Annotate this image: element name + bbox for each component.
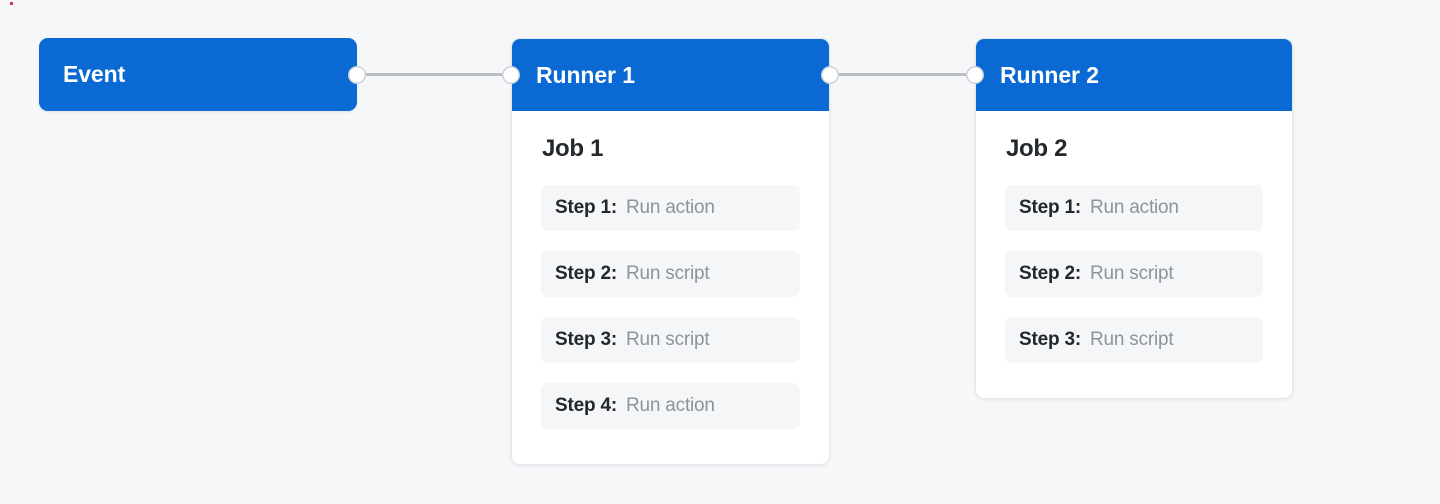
step-value: Run script xyxy=(1089,329,1174,350)
step-value: Run action xyxy=(625,395,715,416)
runner-2-body: Job 2 Step 1: Run action Step 2: Run scr… xyxy=(976,111,1292,389)
runner-2-header: Runner 2 xyxy=(976,39,1292,111)
runner-1-body: Job 1 Step 1: Run action Step 2: Run scr… xyxy=(512,111,829,455)
step-label: Step 3: xyxy=(555,329,617,350)
step-item[interactable]: Step 3: Run script xyxy=(1005,317,1263,363)
port-runner1-input[interactable] xyxy=(503,67,519,82)
step-label: Step 2: xyxy=(555,263,617,284)
node-runner-2[interactable]: Runner 2 Job 2 Step 1: Run action Step 2… xyxy=(975,38,1293,399)
step-item[interactable]: Step 2: Run script xyxy=(541,251,800,297)
runner-2-step-list: Step 1: Run action Step 2: Run script St… xyxy=(1005,185,1263,363)
port-event-output[interactable] xyxy=(349,67,365,82)
runner-1-title: Runner 1 xyxy=(536,61,635,88)
port-runner2-input[interactable] xyxy=(967,67,983,82)
step-label: Step 1: xyxy=(1019,197,1081,218)
step-item[interactable]: Step 2: Run script xyxy=(1005,251,1263,297)
step-value: Run script xyxy=(625,329,710,350)
step-label: Step 3: xyxy=(1019,329,1081,350)
step-value: Run action xyxy=(1089,197,1179,218)
port-runner1-output[interactable] xyxy=(822,67,838,82)
runner-1-step-list: Step 1: Run action Step 2: Run script St… xyxy=(541,185,800,429)
runner-2-title: Runner 2 xyxy=(1000,61,1099,88)
node-event[interactable]: Event xyxy=(39,38,357,111)
step-value: Run script xyxy=(625,263,710,284)
step-label: Step 1: xyxy=(555,197,617,218)
node-runner-1[interactable]: Runner 1 Job 1 Step 1: Run action Step 2… xyxy=(511,38,830,465)
step-label: Step 2: xyxy=(1019,263,1081,284)
step-item[interactable]: Step 1: Run action xyxy=(1005,185,1263,231)
image-artifact-speck xyxy=(10,2,13,5)
step-item[interactable]: Step 1: Run action xyxy=(541,185,800,231)
step-item[interactable]: Step 4: Run action xyxy=(541,383,800,429)
connector-event-to-runner1 xyxy=(357,73,511,76)
runner-2-job-title: Job 2 xyxy=(1006,135,1068,162)
step-label: Step 4: xyxy=(555,395,617,416)
connector-runner1-to-runner2 xyxy=(830,73,975,76)
runner-1-header: Runner 1 xyxy=(512,39,829,111)
step-value: Run script xyxy=(1089,263,1174,284)
step-item[interactable]: Step 3: Run script xyxy=(541,317,800,363)
node-event-label: Event xyxy=(63,61,126,87)
step-value: Run action xyxy=(625,197,715,218)
runner-1-job-title: Job 1 xyxy=(542,135,604,162)
